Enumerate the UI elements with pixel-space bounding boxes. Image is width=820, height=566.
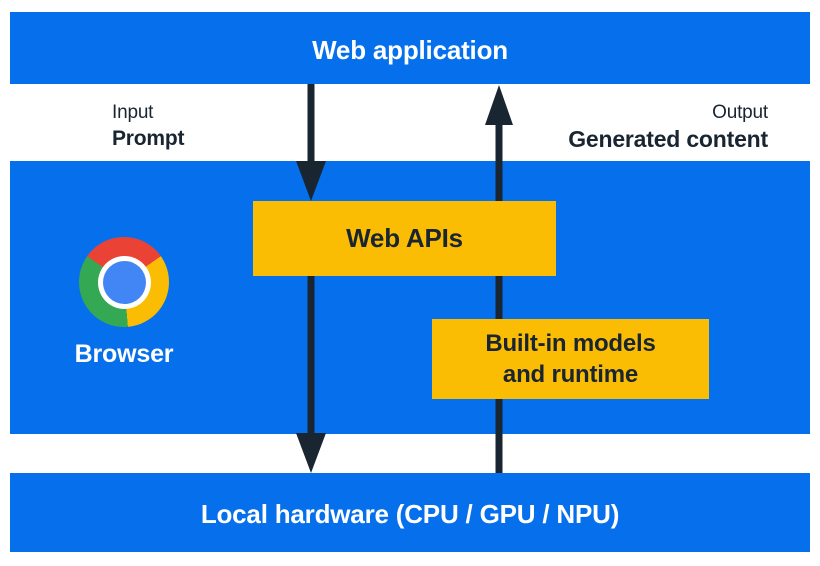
web-application-bar: Web application: [10, 12, 810, 84]
local-hardware-label: Local hardware (CPU / GPU / NPU): [200, 499, 620, 529]
input-value-label: Prompt: [112, 127, 185, 150]
browser-label: Browser: [74, 340, 174, 368]
chrome-browser-icon: [79, 237, 169, 327]
output-kind-label: Output: [712, 102, 768, 123]
chrome-icon-blue-center: [102, 260, 146, 304]
input-kind-label: Input: [112, 102, 154, 123]
local-hardware-bar: Local hardware (CPU / GPU / NPU): [10, 473, 810, 552]
builtin-models-box: Built-in models and runtime: [432, 319, 709, 399]
web-apis-label: Web APIs: [346, 223, 463, 253]
builtin-models-label-line1: Built-in models: [485, 330, 656, 357]
output-label-group: Output Generated content: [568, 100, 768, 153]
web-application-label: Web application: [312, 35, 508, 65]
builtin-models-label-line2: and runtime: [502, 361, 639, 388]
input-label-group: Input Prompt: [112, 100, 185, 152]
web-apis-box: Web APIs: [253, 201, 556, 276]
output-value-label: Generated content: [568, 126, 768, 152]
